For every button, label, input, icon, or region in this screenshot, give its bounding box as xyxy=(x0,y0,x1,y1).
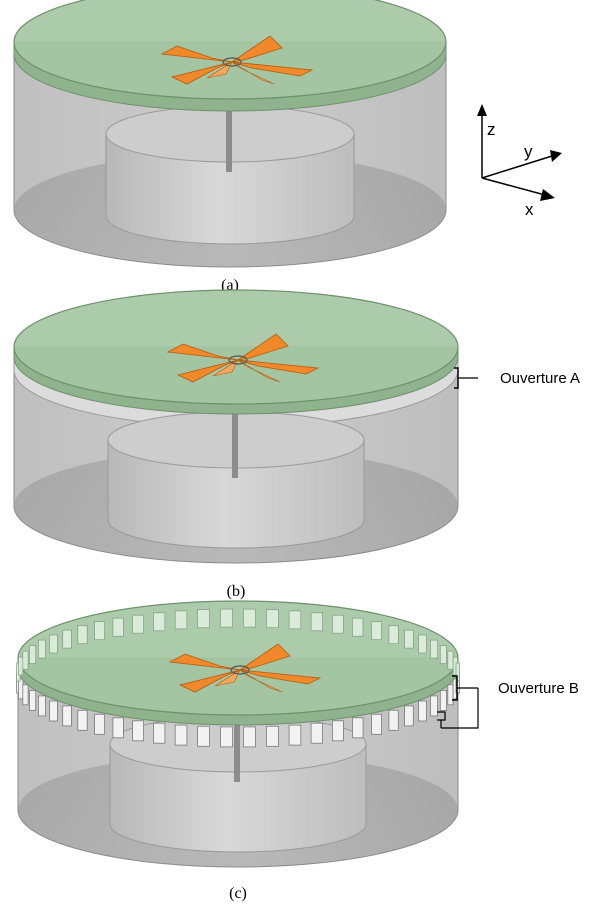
aperture-slot-back xyxy=(22,650,29,670)
panel-a: (a) xyxy=(13,0,447,294)
aperture-slot-back xyxy=(77,625,88,645)
aperture-slot xyxy=(38,695,46,717)
annotation-ouverture-a: Ouverture A xyxy=(500,370,580,387)
aperture-slot-back xyxy=(266,609,279,629)
aperture-slot xyxy=(310,722,323,744)
caption-c: (c) xyxy=(229,885,247,902)
aperture-slot-back xyxy=(38,639,46,659)
aperture-slot-back xyxy=(112,617,124,637)
aperture-slot xyxy=(288,724,302,746)
axis-label-x: x xyxy=(525,200,534,219)
aperture-slot-back xyxy=(174,610,188,630)
aperture-slot-back xyxy=(310,612,323,632)
aperture-slot xyxy=(62,705,72,727)
aperture-slot-back xyxy=(352,617,364,637)
aperture-slot xyxy=(94,713,105,735)
axis-label-y: y xyxy=(524,142,533,161)
aperture-slot-back xyxy=(197,609,210,629)
axes-triad: z y x xyxy=(477,104,562,219)
aperture-b-slots xyxy=(16,672,460,748)
aperture-slot xyxy=(388,709,399,731)
aperture-slot-back xyxy=(132,614,144,634)
aperture-slot-back xyxy=(153,612,166,632)
aperture-slot xyxy=(243,726,256,748)
aperture-slot xyxy=(447,684,454,706)
aperture-slot xyxy=(29,690,37,711)
annotation-ouverture-b: Ouverture B xyxy=(498,680,579,697)
panel-b: Ouverture A (b) xyxy=(13,289,580,600)
aperture-slot-back xyxy=(388,625,399,645)
aperture-slot-back xyxy=(439,645,447,664)
feed-probe xyxy=(232,368,238,478)
aperture-slot-back xyxy=(404,629,414,649)
aperture-slot-back xyxy=(49,634,58,654)
aperture-slot xyxy=(331,720,344,742)
aperture-slot xyxy=(430,695,438,717)
aperture-slot xyxy=(371,713,382,735)
aperture-slot-back xyxy=(220,608,233,628)
aperture-slot xyxy=(132,720,145,742)
aperture-slot xyxy=(22,684,29,706)
aperture-slot xyxy=(112,717,124,739)
aperture-slot-back xyxy=(371,621,382,641)
aperture-slot xyxy=(153,722,166,744)
feed-probe xyxy=(226,62,232,172)
aperture-slot xyxy=(266,725,279,747)
aperture-slot-back xyxy=(94,621,105,641)
aperture-slot-back xyxy=(288,610,302,630)
aperture-slot xyxy=(404,705,414,727)
aperture-slot-back xyxy=(29,645,37,664)
aperture-slot-back xyxy=(430,639,438,659)
aperture-slot-back xyxy=(447,650,454,670)
aperture-slot xyxy=(174,724,188,746)
aperture-slot xyxy=(220,726,233,748)
aperture-slot xyxy=(439,690,447,711)
aperture-slot xyxy=(352,717,364,739)
aperture-slot-back xyxy=(243,608,256,628)
axis-label-z: z xyxy=(487,120,496,139)
aperture-slot-back xyxy=(418,634,427,654)
aperture-slot xyxy=(197,725,210,747)
aperture-slot-back xyxy=(62,629,72,649)
caption-b: (b) xyxy=(227,583,246,600)
aperture-slot xyxy=(18,678,24,700)
aperture-slot-back xyxy=(18,656,24,676)
aperture-slot xyxy=(418,700,427,722)
aperture-slot xyxy=(77,709,88,731)
aperture-b-marker xyxy=(437,675,479,729)
aperture-b-top-slots xyxy=(16,608,460,682)
substrate-disc xyxy=(17,600,459,716)
substrate-disc xyxy=(13,289,459,405)
feed-probe xyxy=(234,672,240,782)
aperture-slot xyxy=(49,700,58,722)
aperture-slot-back xyxy=(332,614,344,634)
panel-c: Ouverture B (c) xyxy=(16,600,579,902)
substrate-disc xyxy=(13,0,447,100)
aperture-a-marker xyxy=(454,367,478,389)
